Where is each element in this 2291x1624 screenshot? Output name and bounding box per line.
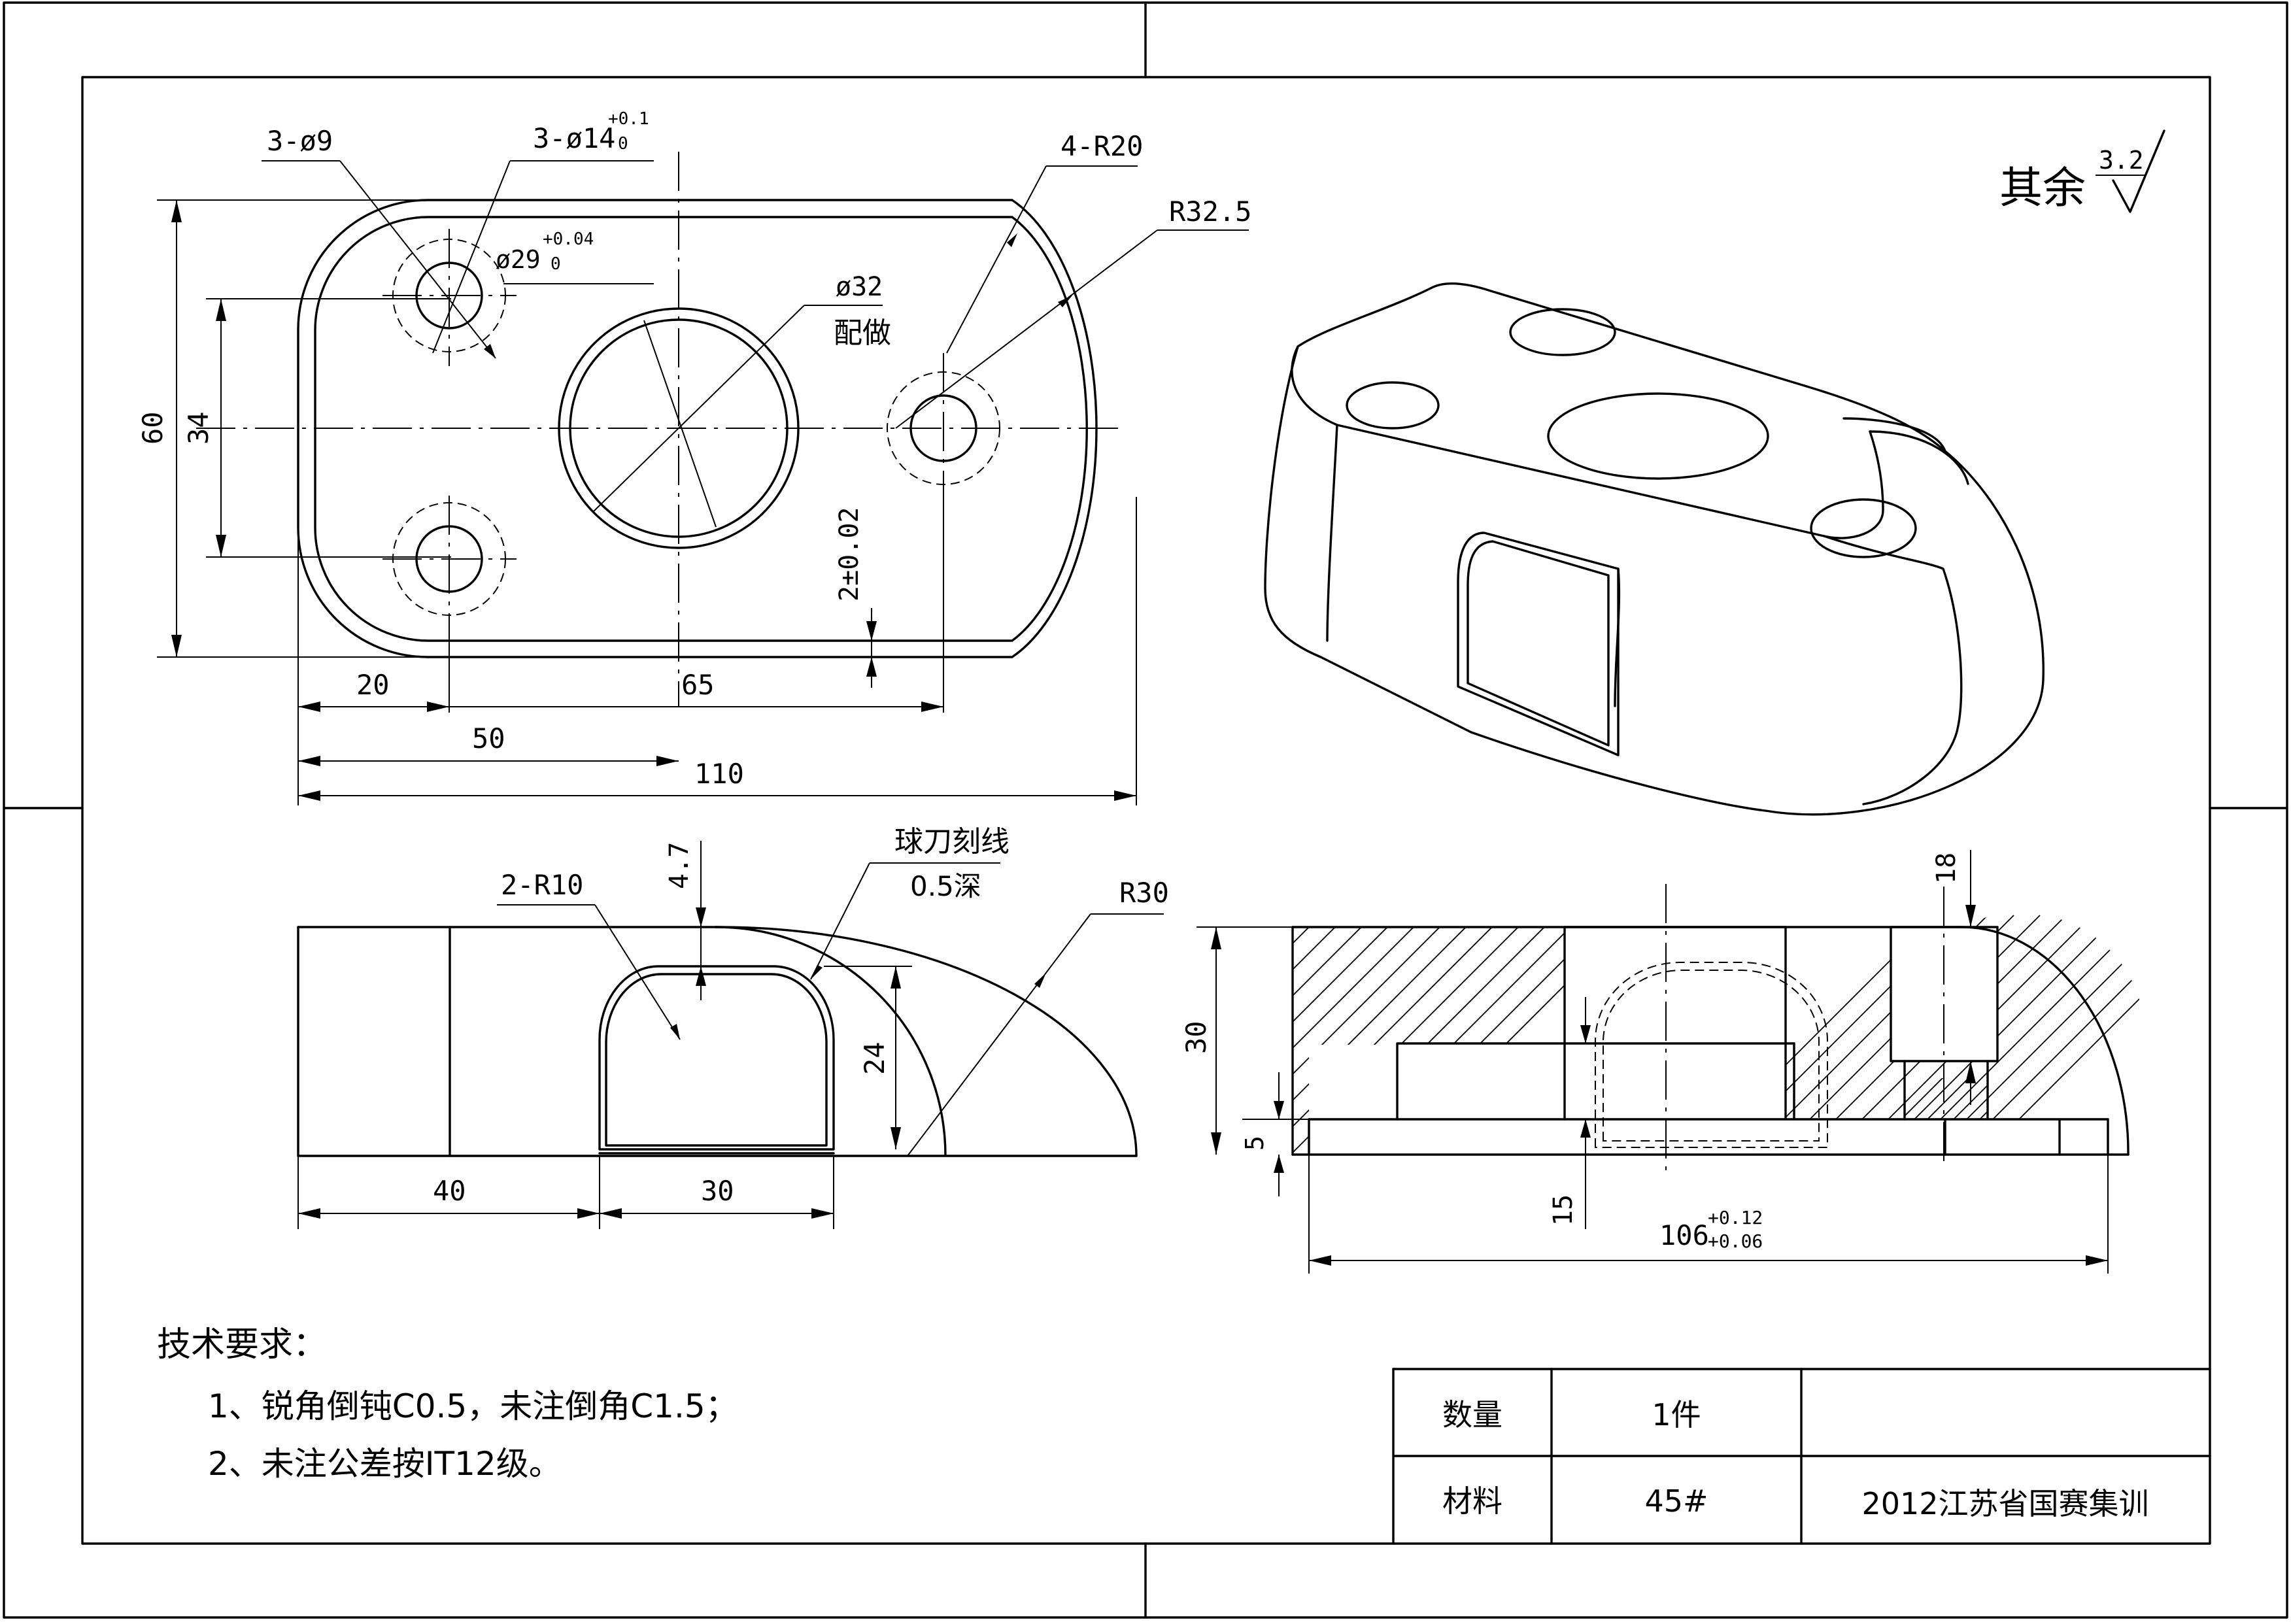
project-name: 2012江苏省国赛集训 xyxy=(1861,1486,2148,1521)
qty-label: 数量 xyxy=(1442,1397,1502,1432)
dim-30-section: 30 xyxy=(1180,1021,1212,1054)
slot-radius-label: 2-R10 xyxy=(501,869,583,901)
surface-symbol-text: 其余 xyxy=(1999,163,2086,213)
tech-requirements: 技术要求： 1、锐角倒钝C0.5，未注倒角C1.5； 2、未注公差按IT12级。 xyxy=(157,1325,738,1483)
engrave-depth: 0.5深 xyxy=(910,870,981,902)
depth-dim: 4.7 xyxy=(664,842,694,889)
material-label: 材料 xyxy=(1442,1483,1502,1519)
dim-106-lower: +0.06 xyxy=(1708,1230,1763,1252)
hole-small-label: 3-ø9 xyxy=(267,125,333,157)
cbore-ø29-lower: 0 xyxy=(551,254,561,274)
section-view: 18 30 5 15 106 +0.12 +0.06 xyxy=(1180,850,2145,1274)
engrave-note: 球刀刻线 xyxy=(894,825,1010,858)
dim-40: 40 xyxy=(433,1175,466,1207)
dim-106-upper: +0.12 xyxy=(1708,1207,1763,1228)
dim-34: 34 xyxy=(182,411,214,445)
hatch-right xyxy=(1786,915,2145,1119)
cbore-tol-upper: +0.1 xyxy=(608,109,649,129)
dim-106: 106 xyxy=(1659,1219,1709,1251)
outer-radius-label: R32.5 xyxy=(1169,195,1251,228)
roughness-value: 3.2 xyxy=(2099,146,2144,175)
center-bore-note: 配做 xyxy=(834,316,891,350)
tech-line-2: 2、未注公差按IT12级。 xyxy=(208,1445,562,1483)
dim-20: 20 xyxy=(356,669,390,701)
dim-18: 18 xyxy=(1931,853,1961,884)
corner-radius-label: 4-R20 xyxy=(1061,130,1143,162)
cbore-dia-label: 3-ø14 xyxy=(533,122,615,154)
material-value: 45# xyxy=(1644,1483,1708,1519)
dim-60: 60 xyxy=(137,411,169,445)
hatch-left xyxy=(1293,927,1565,1155)
tech-title: 技术要求： xyxy=(157,1325,327,1364)
arc-radius-label: R30 xyxy=(1119,877,1169,909)
center-bore-dia: ø32 xyxy=(836,272,883,302)
surface-roughness-symbol: 其余 3.2 xyxy=(1999,129,2165,213)
cbore-tol-lower: 0 xyxy=(618,134,628,154)
tech-line-1: 1、锐角倒钝C0.5，未注倒角C1.5； xyxy=(208,1387,738,1425)
dim-24: 24 xyxy=(858,1041,891,1075)
front-view: 2-R10 4.7 球刀刻线 0.5深 R30 24 40 30 xyxy=(297,825,1169,1229)
isometric-view xyxy=(1264,282,2045,816)
dim-15: 15 xyxy=(1548,1194,1578,1226)
top-view: 3-ø9 3-ø14 +0.1 0 ø29 +0.04 0 ø32 配做 4-R… xyxy=(137,109,1251,805)
dim-110: 110 xyxy=(694,758,744,790)
frame xyxy=(3,1,2288,1619)
qty-value: 1件 xyxy=(1652,1397,1701,1432)
dim-step: 2±0.02 xyxy=(834,507,864,602)
title-block: 数量 1件 材料 45# 2012江苏省国赛集训 xyxy=(1392,1368,2211,1545)
hatch-bottom xyxy=(1905,1078,1988,1119)
cbore-ø29-label: ø29 xyxy=(496,245,541,274)
dim-30: 30 xyxy=(701,1175,734,1207)
dim-50: 50 xyxy=(472,722,505,754)
dim-5: 5 xyxy=(1240,1136,1269,1151)
dim-65: 65 xyxy=(681,669,715,701)
cbore-ø29-upper: +0.04 xyxy=(543,229,594,249)
